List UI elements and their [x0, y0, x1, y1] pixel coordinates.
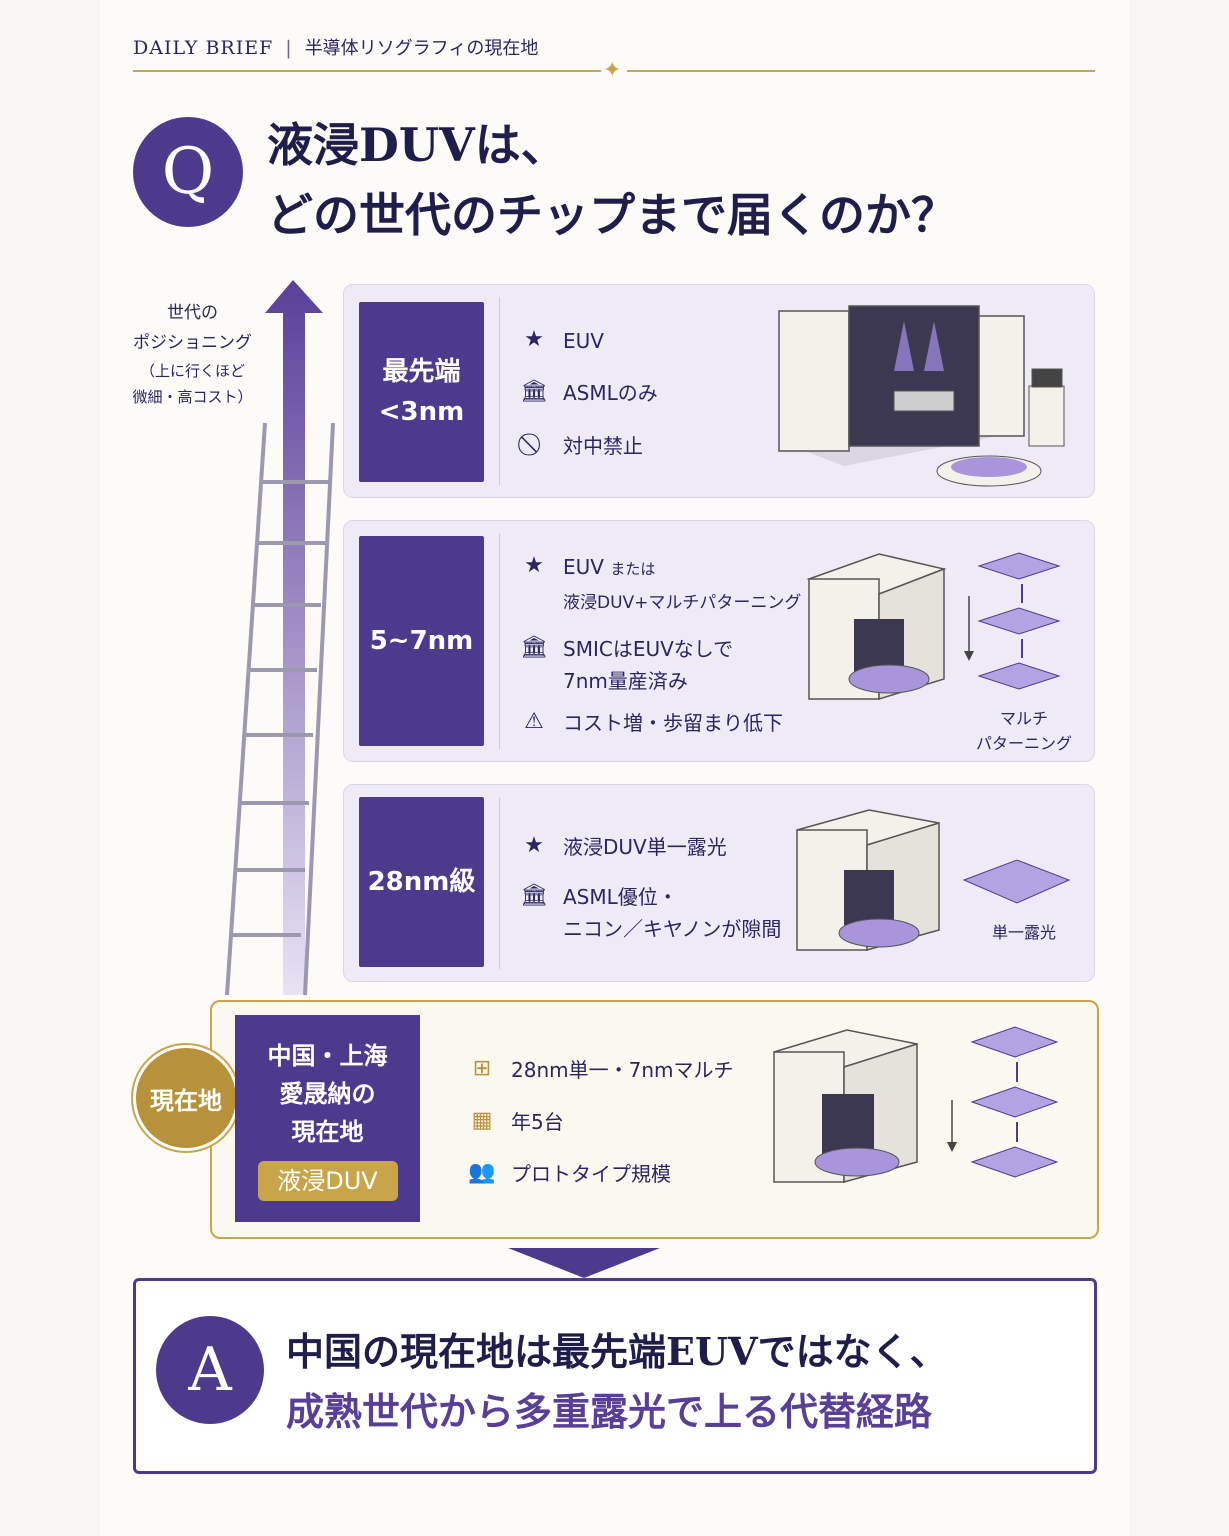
multi-patterning-caption: マルチパターニング — [969, 706, 1079, 756]
divider — [499, 533, 500, 749]
duv-machine-illustration — [796, 809, 940, 951]
tier-item: 🏛 ASML優位・ニコン／キヤノンが隙間 — [519, 881, 781, 945]
institution-icon: 🏛 — [520, 379, 548, 404]
tier-item-text: 液浸DUV単一露光 — [563, 835, 727, 859]
star-icon: ★ — [524, 553, 544, 578]
tier-row-5-7nm: 5~7nm ★ EUV または液浸DUV+マルチパターニング 🏛 SMICはEUVな… — [343, 520, 1095, 762]
duv-machine-illustration — [806, 553, 947, 701]
current-item: 👥 プロトタイプ規模 — [467, 1158, 671, 1190]
multi-patterning-illustration — [947, 1026, 1059, 1178]
current-item-text: 年5台 — [511, 1110, 564, 1134]
grid-icon: ⊞ — [472, 1056, 492, 1081]
tier-item-text: ASML優位・ — [563, 885, 678, 909]
tier-item-text: SMICはEUVなしで — [563, 637, 734, 661]
tier-item-text: コスト増・歩留まり低下 — [563, 711, 783, 735]
tier-item-text-2: 液浸DUV+マルチパターニング — [563, 593, 802, 613]
technology-pill: 液浸DUV — [257, 1161, 398, 1201]
axis-label-line-2: ポジショニング — [133, 333, 252, 353]
divider — [499, 797, 500, 969]
question-line-1: 液浸DUVは、 — [267, 118, 567, 172]
tier-item: ★ 液浸DUV単一露光 — [519, 831, 727, 863]
answer-panel: A 中国の現在地は最先端EUVではなく、 成熟世代から多重露光で上る代替経路 — [133, 1278, 1097, 1474]
ladder-icon — [225, 422, 335, 996]
tier-item: ★ EUV — [519, 325, 604, 357]
current-item-text: 28nm単一・7nmマルチ — [511, 1058, 734, 1082]
generation-label-2: <3nm — [378, 397, 465, 427]
axis-label-line-3: （上に行くほど — [139, 362, 245, 380]
header-topic: 半導体リソグラフィの現在地 — [304, 38, 539, 59]
current-item-text: プロトタイプ規模 — [511, 1162, 671, 1186]
tier-item: 🏛 ASMLのみ — [519, 377, 658, 409]
duv-machine-illustration — [773, 1029, 918, 1183]
institution-icon: 🏛 — [520, 635, 548, 660]
question-title: 液浸DUVは、 どの世代のチップまで届くのか？ — [267, 110, 957, 250]
generation-label-1: 最先端 — [382, 357, 461, 387]
sparkle-icon: ✦ — [603, 58, 622, 83]
generation-label-1: 28nm級 — [367, 867, 476, 897]
axis-label-line-1: 世代の — [167, 303, 218, 323]
tier-row-28nm: 28nm級 ★ 液浸DUV単一露光 🏛 ASML優位・ニコン／キヤノンが隙間 単一露… — [343, 784, 1095, 982]
tier-item: ⚠ コスト増・歩留まり低下 — [519, 707, 783, 739]
header-rule-right — [627, 70, 1095, 72]
tier-item-text: ASMLのみ — [563, 381, 658, 405]
euv-machine-illustration — [778, 305, 1065, 487]
tier-item-text-2: 7nm量産済み — [563, 669, 688, 693]
divider — [499, 297, 500, 485]
current-position-label-box: 中国・上海 愛晟納の 現在地 液浸DUV — [235, 1015, 420, 1222]
axis-label-line-4: 微細・高コスト） — [132, 388, 253, 406]
answer-line-1: 中国の現在地は最先端EUVではなく、 — [286, 1329, 948, 1374]
axis-label: 世代の ポジショニング （上に行くほど 微細・高コスト） — [120, 298, 265, 410]
current-title-line-2: 愛晟納の — [279, 1080, 376, 1108]
ladder-arrow-graphic — [225, 280, 335, 996]
tier-item-text: EUV — [563, 555, 604, 579]
answer-line-2: 成熟世代から多重露光で上る代替経路 — [286, 1389, 933, 1434]
generation-box: 28nm級 — [359, 797, 484, 967]
tier-item-text-2: ニコン／キヤノンが隙間 — [563, 917, 782, 941]
up-arrow-icon — [265, 280, 323, 995]
tier-item-text: EUV — [563, 329, 604, 353]
tier-row-leading-edge: 最先端 <3nm ★ EUV 🏛 ASMLのみ ⃠ 対中禁止 — [343, 284, 1095, 498]
down-arrow-icon — [508, 1248, 660, 1278]
warning-icon: ⚠ — [524, 709, 544, 734]
answer-mark-badge: A — [156, 1316, 264, 1424]
current-title-line-3: 現在地 — [291, 1118, 364, 1146]
current-position-badge: 現在地 — [133, 1045, 239, 1151]
people-icon: 👥 — [468, 1160, 496, 1185]
caption-line-2: パターニング — [975, 734, 1072, 753]
tier-item-text: 対中禁止 — [563, 434, 643, 458]
current-title-line-1: 中国・上海 — [267, 1042, 388, 1070]
tier-item: 🏛 SMICはEUVなしで 7nm量産済み — [519, 633, 733, 697]
multi-patterning-illustration — [964, 552, 1061, 690]
question-line-2: どの世代のチップまで届くのか？ — [267, 188, 957, 242]
star-icon: ★ — [524, 327, 544, 352]
header-rule-left — [133, 70, 601, 72]
header: DAILY BRIEF | 半導体リソグラフィの現在地 — [133, 34, 538, 60]
calendar-icon: ▦ — [471, 1108, 493, 1133]
question-mark-badge: Q — [133, 117, 243, 227]
caption-line-1: マルチ — [999, 709, 1048, 728]
prohibited-icon: ⃠ — [519, 430, 549, 460]
generation-label-1: 5~7nm — [369, 626, 474, 656]
tier-item-suffix: または — [610, 560, 656, 578]
tier-item: ★ EUV または液浸DUV+マルチパターニング — [519, 551, 801, 619]
generation-box: 5~7nm — [359, 536, 484, 746]
header-separator: | — [285, 37, 293, 59]
tier-item: ⃠ 対中禁止 — [519, 430, 643, 462]
generation-box: 最先端 <3nm — [359, 302, 484, 482]
single-exposure-wafer-illustration — [962, 859, 1071, 904]
brand-label: DAILY BRIEF — [133, 37, 274, 59]
current-item: ▦ 年5台 — [467, 1106, 564, 1138]
single-exposure-caption: 単一露光 — [991, 923, 1056, 942]
institution-icon: 🏛 — [520, 883, 548, 908]
current-item: ⊞ 28nm単一・7nmマルチ — [467, 1054, 734, 1086]
current-title: 中国・上海 愛晟納の 現在地 — [235, 1037, 420, 1151]
star-icon: ★ — [524, 833, 544, 858]
